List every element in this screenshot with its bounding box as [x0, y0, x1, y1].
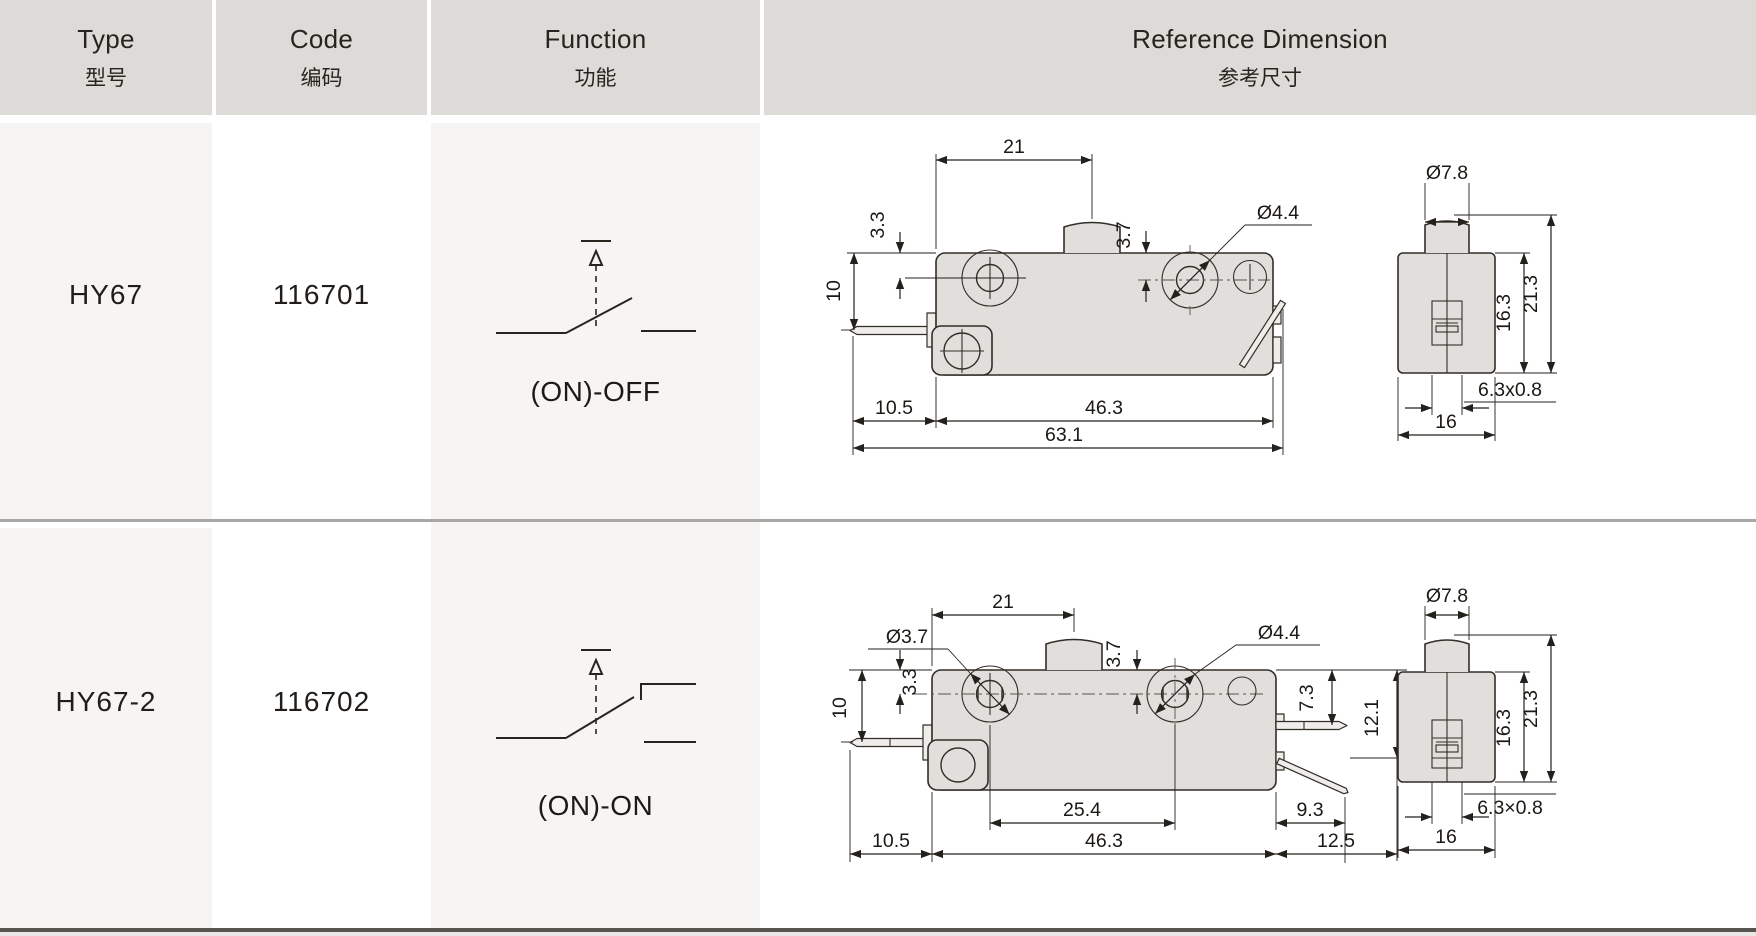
dim-body-width: 16 — [1435, 826, 1457, 848]
header-type-en: Type — [77, 23, 135, 54]
row1-type-cell: HY67 — [0, 123, 212, 519]
header-cell-code: Code 编码 — [216, 0, 427, 115]
dim-pin-offset: 7.3 — [1296, 684, 1318, 711]
end-view — [1397, 639, 1496, 783]
row1-type-label: HY67 — [68, 279, 144, 310]
dim-terminal-size: 6.3×0.8 — [1477, 797, 1543, 819]
header-code-en: Code — [289, 23, 354, 54]
header-type-zh: 型号 — [85, 66, 127, 90]
dim-plunger-center: 21 — [992, 591, 1014, 613]
row1-function-label: (ON)-OFF — [530, 376, 661, 407]
hy67-dimension-drawing: Ø4.4 21 3.3 10 3.7 — [823, 136, 1557, 455]
dim-body-length: 46.3 — [1085, 397, 1123, 419]
dim-hole2-offset: 3.7 — [1103, 640, 1125, 667]
dim-lever-offset: 12.1 — [1361, 699, 1383, 737]
row2-type-cell: HY67-2 — [0, 528, 212, 928]
dim-terminal-length: 10.5 — [872, 830, 910, 852]
dim-overall-length: 63.1 — [1045, 424, 1083, 446]
contact-lines — [495, 297, 696, 334]
dim-plunger-diameter: Ø7.8 — [1426, 162, 1468, 184]
side-view — [849, 221, 1287, 376]
switch-symbol-on-off — [495, 240, 696, 334]
actuator-icon — [580, 649, 611, 734]
hy67-2-dimension-drawing: 21 Ø3.7 3.3 10 3.7 — [829, 585, 1557, 863]
dim-hole-offset: 3.3 — [867, 211, 889, 238]
row1-reference-cell: Ø4.4 21 3.3 10 3.7 — [764, 123, 1756, 519]
dim-hole1-diameter: Ø3.7 — [886, 626, 928, 648]
header-reference-en: Reference Dimension — [1132, 23, 1388, 54]
end-view-dimensions: Ø7.8 16.3 21.3 6.3×0.8 1 — [1397, 585, 1557, 858]
contact-lines — [495, 683, 696, 743]
end-view-dimensions: Ø7.8 16.3 21.3 6.3x0.8 1 — [1397, 162, 1557, 441]
side-view-dimensions: Ø4.4 21 3.3 10 3.7 — [823, 136, 1312, 455]
row2-type-label: HY67-2 — [55, 686, 157, 717]
dim-overall-height: 21.3 — [1520, 275, 1542, 313]
dim-terminal-length: 10.5 — [875, 397, 913, 419]
header-reference-zh: 参考尺寸 — [1218, 66, 1302, 90]
dim-overall-height: 21.3 — [1520, 690, 1542, 728]
header-function-en: Function — [544, 23, 647, 54]
dim-hole2-offset: 3.7 — [1113, 221, 1135, 248]
row2-code-label: 116702 — [272, 686, 371, 717]
bottom-border-light — [0, 932, 1756, 936]
header-cell-reference-dimension: Reference Dimension 参考尺寸 — [764, 0, 1756, 115]
dim-body-length: 46.3 — [1085, 830, 1123, 852]
row-divider — [0, 519, 1756, 522]
row1-code-cell: 116701 — [216, 123, 427, 519]
dim-plunger-diameter: Ø7.8 — [1426, 585, 1468, 607]
dim-hole-offset: 3.3 — [899, 668, 921, 695]
bottom-border — [0, 928, 1756, 932]
header-function-zh: 功能 — [574, 66, 617, 90]
row2-code-cell: 116702 — [216, 528, 427, 928]
dim-body-width: 16 — [1435, 411, 1457, 433]
side-view — [849, 638, 1349, 795]
dim-terminal-offset: 10 — [823, 280, 845, 302]
header-code-zh: 编码 — [300, 66, 343, 90]
dim-plunger-center: 21 — [1003, 136, 1025, 158]
row1-code-label: 116701 — [272, 279, 371, 310]
actuator-icon — [580, 240, 611, 329]
dim-hole2-diameter: Ø4.4 — [1258, 622, 1300, 644]
header-cell-type: Type 型号 — [0, 0, 212, 115]
end-view — [1397, 220, 1496, 374]
side-view-dimensions: 21 Ø3.7 3.3 10 3.7 — [829, 591, 1407, 863]
header-cell-function: Function 功能 — [431, 0, 760, 115]
dim-pin-length: 9.3 — [1296, 799, 1323, 821]
dim-terminal-size: 6.3x0.8 — [1478, 379, 1542, 401]
dim-terminal-offset: 10 — [829, 697, 851, 719]
dim-body-height: 16.3 — [1493, 709, 1515, 747]
dim-hole-spacing: 25.4 — [1063, 799, 1101, 821]
dim-hole2-diameter: Ø4.4 — [1257, 202, 1299, 224]
row2-function-label: (ON)-ON — [537, 790, 654, 821]
dim-body-height: 16.3 — [1493, 294, 1515, 332]
switch-symbol-on-on — [495, 649, 696, 743]
dim-lever-length: 12.5 — [1317, 830, 1355, 852]
row2-function-cell: (ON)-ON — [431, 528, 760, 936]
row2-reference-cell: 21 Ø3.7 3.3 10 3.7 — [764, 528, 1756, 928]
